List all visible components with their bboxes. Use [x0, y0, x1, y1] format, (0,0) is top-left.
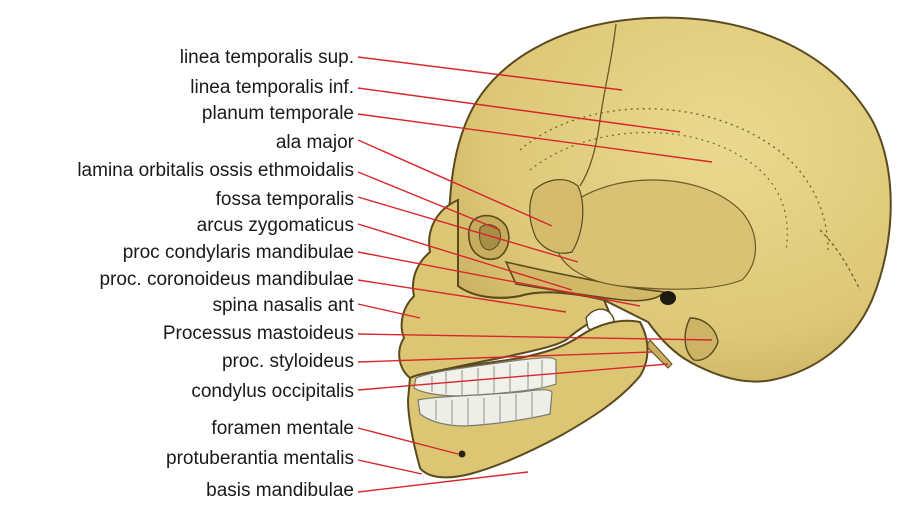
leader-line-condylus-occipitalis: [357, 363, 669, 391]
label-processus-mastoideus: Processus mastoideus: [163, 323, 354, 344]
leader-line-linea-temporalis-inf: [357, 87, 681, 133]
labels-layer: linea temporalis sup. linea temporalis in…: [77, 47, 713, 501]
label-condylus-occipitalis: condylus occipitalis: [191, 381, 354, 402]
leader-line-foramen-mentale: [357, 427, 459, 455]
label-linea-temporalis-sup: linea temporalis sup.: [180, 47, 354, 68]
leader-line-spina-nasalis: [357, 303, 421, 319]
label-lamina-orbitalis: lamina orbitalis ossis ethmoidalis: [77, 160, 354, 181]
label-proc-condylaris: proc condylaris mandibulae: [123, 242, 354, 263]
leader-line-lamina-orbitalis: [357, 171, 501, 231]
skull-illustration: [398, 16, 892, 479]
label-spina-nasalis: spina nasalis ant: [212, 295, 354, 316]
label-proc-coronoideus: proc. coronoideus mandibulae: [99, 269, 354, 290]
label-fossa-temporalis: fossa temporalis: [216, 189, 354, 210]
leader-line-linea-temporalis-sup: [357, 56, 623, 91]
teeth: [413, 357, 557, 427]
label-proc-styloideus: proc. styloideus: [222, 351, 354, 372]
label-basis-mandibulae: basis mandibulae: [206, 480, 354, 501]
mental-foramen: [458, 450, 466, 458]
leader-line-ala-major: [357, 139, 553, 227]
label-foramen-mentale: foramen mentale: [211, 418, 354, 439]
leader-line-arcus-zygomaticus: [357, 223, 573, 291]
leader-line-planum-temporale: [357, 113, 713, 163]
acoustic-meatus: [660, 291, 676, 305]
leader-line-proc-coronoideus: [357, 279, 567, 313]
temporal-line-inferior: [529, 131, 788, 251]
temporal-squama: [557, 179, 757, 290]
label-planum-temporale: planum temporale: [202, 103, 354, 124]
label-arcus-zygomaticus: arcus zygomaticus: [197, 215, 354, 236]
label-protuberantia-mentalis: protuberantia mentalis: [166, 448, 354, 469]
leader-line-proc-styloideus: [357, 351, 653, 363]
leader-line-processus-mastoideus: [357, 333, 713, 341]
label-linea-temporalis-inf: linea temporalis inf.: [190, 77, 354, 98]
face-maxilla: [398, 198, 612, 380]
leader-line-basis-mandibulae: [357, 471, 529, 493]
leader-line-proc-condylaris: [357, 251, 641, 307]
leader-line-fossa-temporalis: [357, 196, 579, 263]
leader-line-protuberantia-mentalis: [357, 459, 423, 475]
label-ala-major: ala major: [276, 132, 355, 153]
temporal-line-superior: [519, 108, 829, 251]
